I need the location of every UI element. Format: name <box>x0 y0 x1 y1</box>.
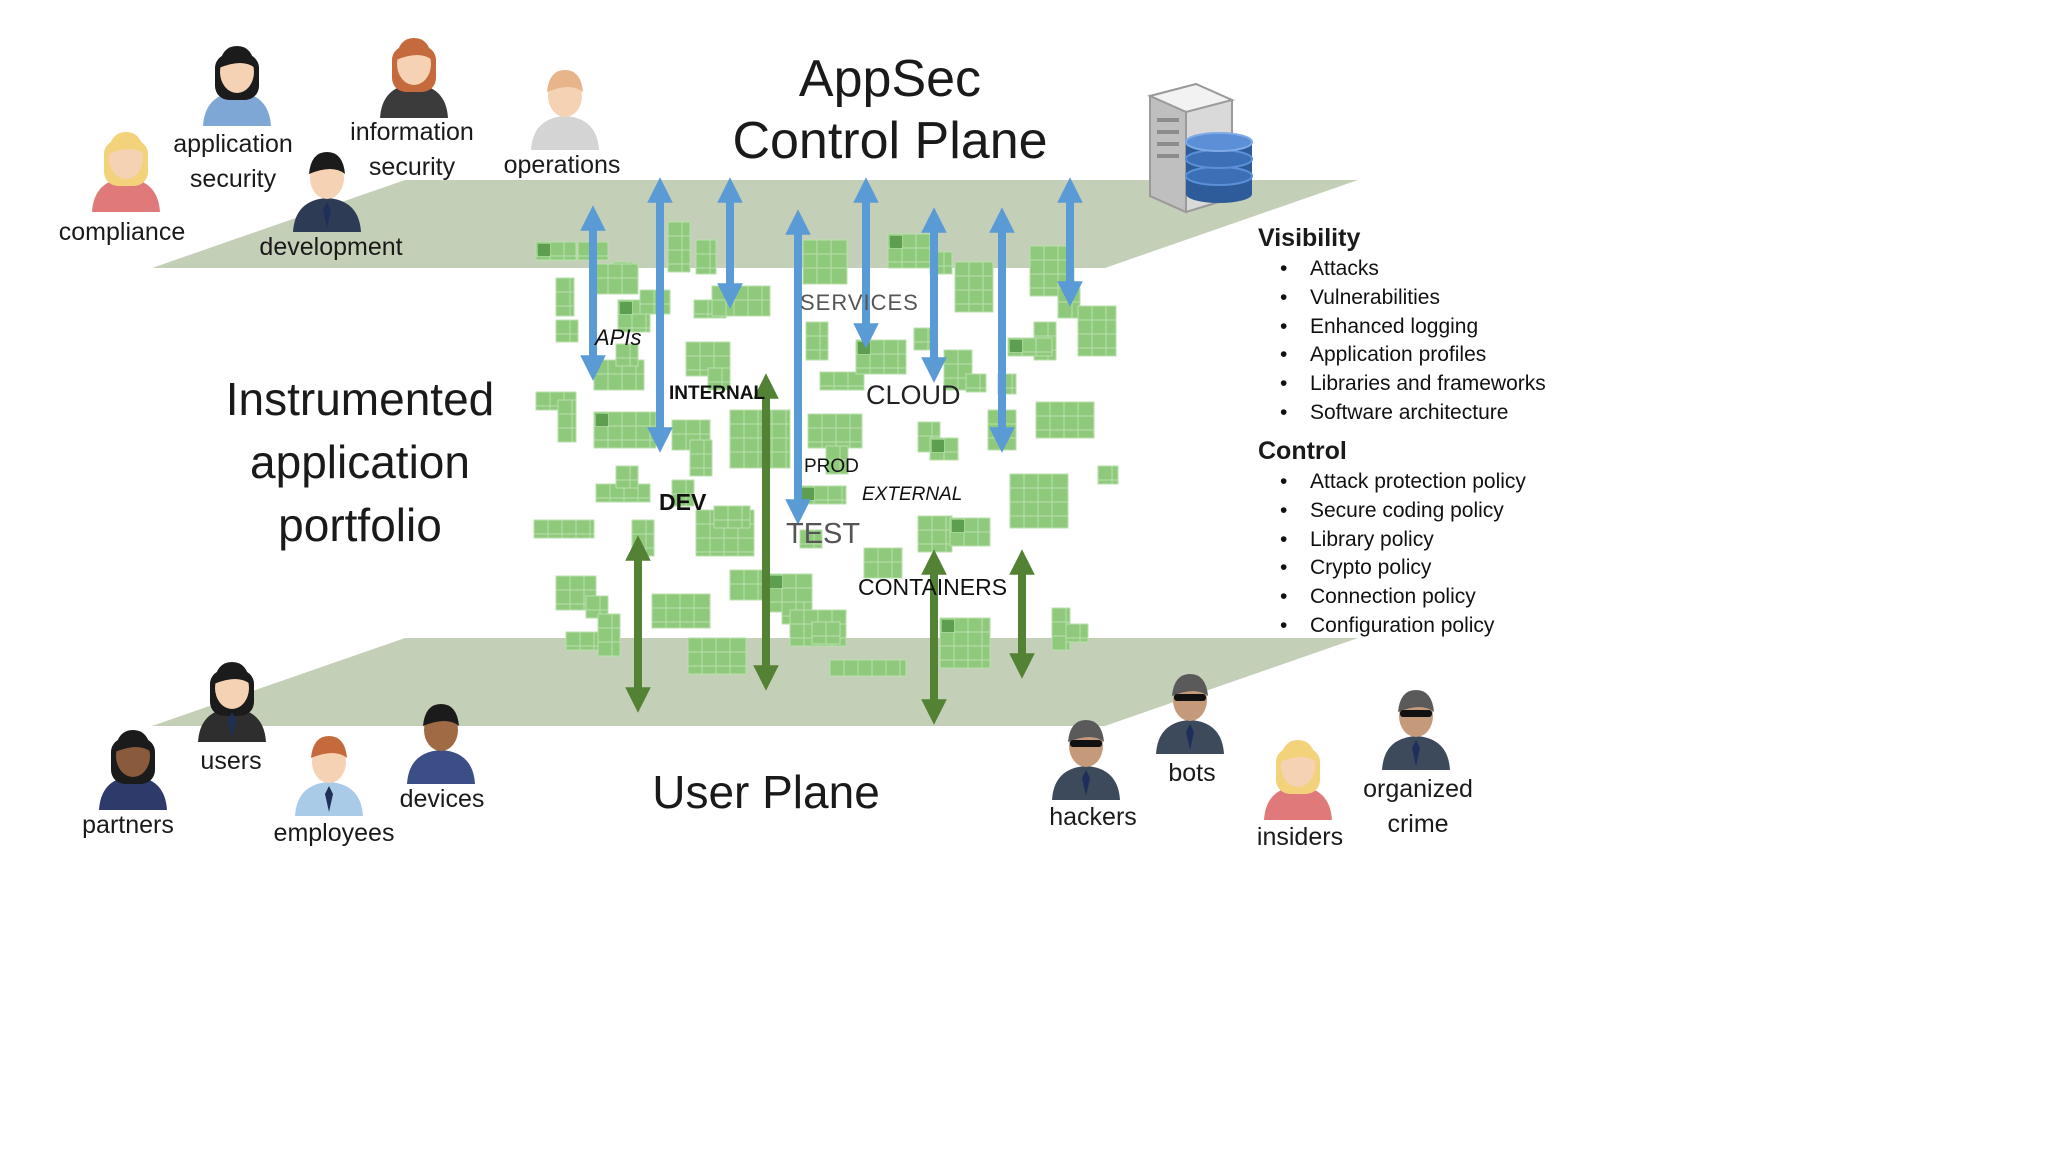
partners-avatar <box>99 730 167 810</box>
app-tile <box>555 277 575 317</box>
control-item: Attack protection policy <box>1258 468 1526 497</box>
users-avatar <box>198 662 266 742</box>
visibility-item: Vulnerabilities <box>1258 284 1546 313</box>
label-external: EXTERNAL <box>862 484 963 505</box>
organized-crime-label-2: crime <box>1387 810 1449 838</box>
app-tile <box>689 439 713 477</box>
app-tile <box>593 263 639 295</box>
app-tile <box>829 659 907 677</box>
app-tile <box>565 631 601 651</box>
app-tile <box>585 595 609 619</box>
app-tile <box>615 465 639 489</box>
employees-avatar <box>295 736 363 816</box>
label-internal: INTERNAL <box>669 383 766 404</box>
app-tile <box>733 285 771 317</box>
operations-avatar <box>531 70 599 150</box>
application-security-label-1: application <box>173 130 293 158</box>
compliance-avatar <box>92 132 160 212</box>
app-tile <box>707 367 731 391</box>
insiders-avatar <box>1264 740 1332 820</box>
app-tile <box>965 373 987 393</box>
label-services: SERVICES <box>800 290 919 315</box>
organized-crime-label-1: organized <box>1363 775 1473 803</box>
application-security-label-2: security <box>189 165 277 193</box>
app-tile <box>651 593 711 629</box>
app-tile <box>671 479 695 507</box>
portfolio-title-line2: application <box>250 436 470 488</box>
application-security-avatar <box>203 46 271 126</box>
app-tile <box>729 569 767 601</box>
portfolio-title-line3: portfolio <box>278 499 442 551</box>
visibility-list: Attacks Vulnerabilities Enhanced logging… <box>1258 255 1546 428</box>
app-tile <box>729 409 791 469</box>
visibility-title: Visibility <box>1258 224 1361 252</box>
hackers-avatar <box>1052 720 1120 800</box>
app-tile <box>805 321 829 361</box>
app-tile <box>863 547 903 579</box>
hackers-label: hackers <box>1049 803 1137 831</box>
server-database-icon <box>1146 82 1253 214</box>
app-tile <box>1097 465 1119 485</box>
control-title: Control <box>1258 437 1347 465</box>
app-tile <box>557 399 577 443</box>
avatars <box>92 38 1450 820</box>
control-plane-title-line1: AppSec <box>798 50 982 108</box>
information-security-label-1: information <box>350 118 474 146</box>
control-item: Connection policy <box>1258 583 1526 612</box>
control-plane-title-line2: Control Plane <box>732 112 1048 170</box>
compliance-label: compliance <box>58 218 186 246</box>
app-tile <box>713 505 751 529</box>
information-security-avatar <box>380 38 448 118</box>
control-list: Attack protection policy Secure coding p… <box>1258 468 1526 641</box>
app-tile <box>917 515 953 553</box>
app-tile <box>555 319 579 343</box>
app-tile <box>597 613 621 657</box>
visibility-item: Attacks <box>1258 255 1546 284</box>
app-tile <box>695 239 717 275</box>
devices-avatar <box>407 704 475 784</box>
label-containers: CONTAINERS <box>858 574 1008 600</box>
app-tile <box>802 239 848 285</box>
app-tile <box>819 371 865 391</box>
app-tile <box>807 413 863 449</box>
app-tile <box>639 289 671 315</box>
label-dev: DEV <box>659 489 707 515</box>
portfolio-title-line1: Instrumented <box>225 373 495 425</box>
app-tile <box>1065 623 1089 643</box>
label-prod: PROD <box>804 456 859 477</box>
control-item: Configuration policy <box>1258 612 1526 641</box>
diagram-canvas <box>92 38 1450 820</box>
bots-label: bots <box>1168 759 1216 787</box>
control-item: Library policy <box>1258 526 1526 555</box>
partners-label: partners <box>82 811 174 839</box>
user-plane-title: User Plane <box>652 766 880 818</box>
control-item: Secure coding policy <box>1258 497 1526 526</box>
organized-crime-avatar <box>1382 690 1450 770</box>
insiders-label: insiders <box>1256 823 1344 851</box>
label-apis: APIs <box>595 325 642 350</box>
control-item: Crypto policy <box>1258 554 1526 583</box>
operations-label: operations <box>503 151 621 179</box>
visibility-item: Libraries and frameworks <box>1258 370 1546 399</box>
app-tile <box>687 637 747 675</box>
plane-arrows <box>580 177 1083 725</box>
development-avatar <box>293 152 361 232</box>
visibility-item: Application profiles <box>1258 341 1546 370</box>
visibility-item: Enhanced logging <box>1258 313 1546 342</box>
information-security-label-2: security <box>368 153 456 181</box>
app-tile <box>1009 473 1069 529</box>
label-cloud: CLOUD <box>866 380 961 410</box>
visibility-item: Software architecture <box>1258 399 1546 428</box>
label-test: TEST <box>786 518 861 550</box>
devices-label: devices <box>399 785 485 813</box>
app-tile <box>1035 401 1095 439</box>
bots-avatar <box>1156 674 1224 754</box>
employees-label: employees <box>273 819 395 847</box>
development-label: development <box>259 233 403 261</box>
app-tile <box>533 519 595 539</box>
users-label: users <box>200 747 262 775</box>
app-tile <box>615 343 639 367</box>
